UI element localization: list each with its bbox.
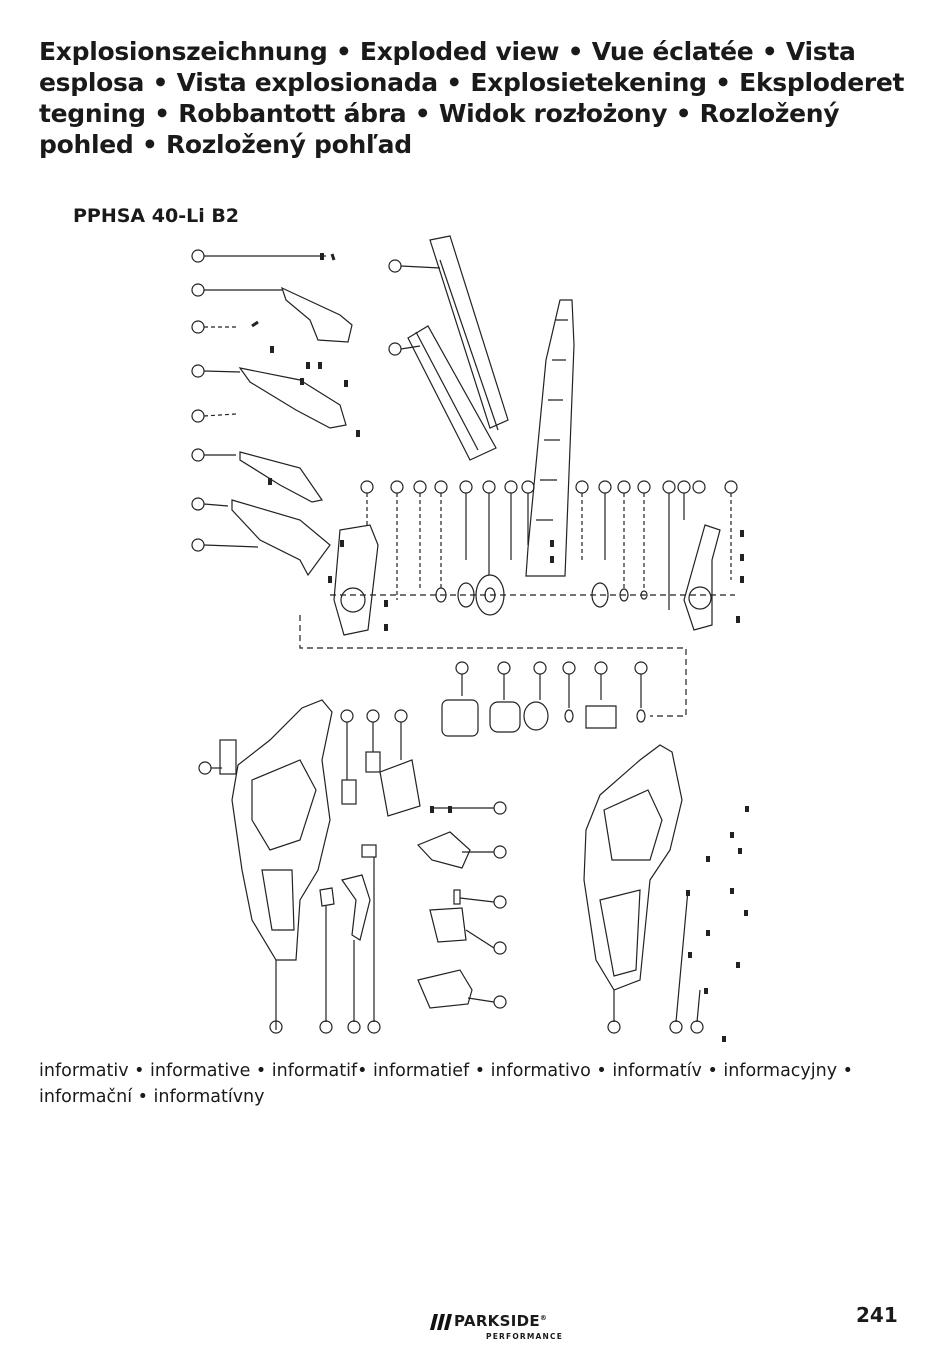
top-cover-parts bbox=[231, 253, 353, 577]
callout-markers-top bbox=[360, 480, 738, 610]
switch-parts bbox=[416, 801, 507, 1009]
logo-slashes-icon bbox=[430, 1314, 452, 1330]
brand-name: PARKSIDE® bbox=[454, 1312, 548, 1330]
blade-guards bbox=[407, 235, 509, 461]
screws bbox=[268, 253, 749, 1042]
motor-connector bbox=[299, 615, 687, 717]
inner-parts bbox=[198, 709, 421, 1034]
motor-parts bbox=[441, 661, 648, 737]
informative-note: informativ • informative • informatif• i… bbox=[39, 1061, 853, 1107]
right-housing bbox=[583, 744, 683, 1034]
page-number: 241 bbox=[856, 1303, 898, 1327]
gearbox-parts bbox=[330, 524, 735, 636]
page-heading: Explosionszeichnung • Exploded view • Vu… bbox=[39, 37, 905, 159]
brand-subtitle: PERFORMANCE bbox=[486, 1332, 564, 1341]
left-housing bbox=[231, 699, 333, 1034]
screw-callouts bbox=[669, 889, 704, 1034]
cutting-blade bbox=[525, 299, 575, 577]
callout-markers-left bbox=[191, 249, 441, 552]
model-number: PPHSA 40-Li B2 bbox=[73, 205, 240, 227]
